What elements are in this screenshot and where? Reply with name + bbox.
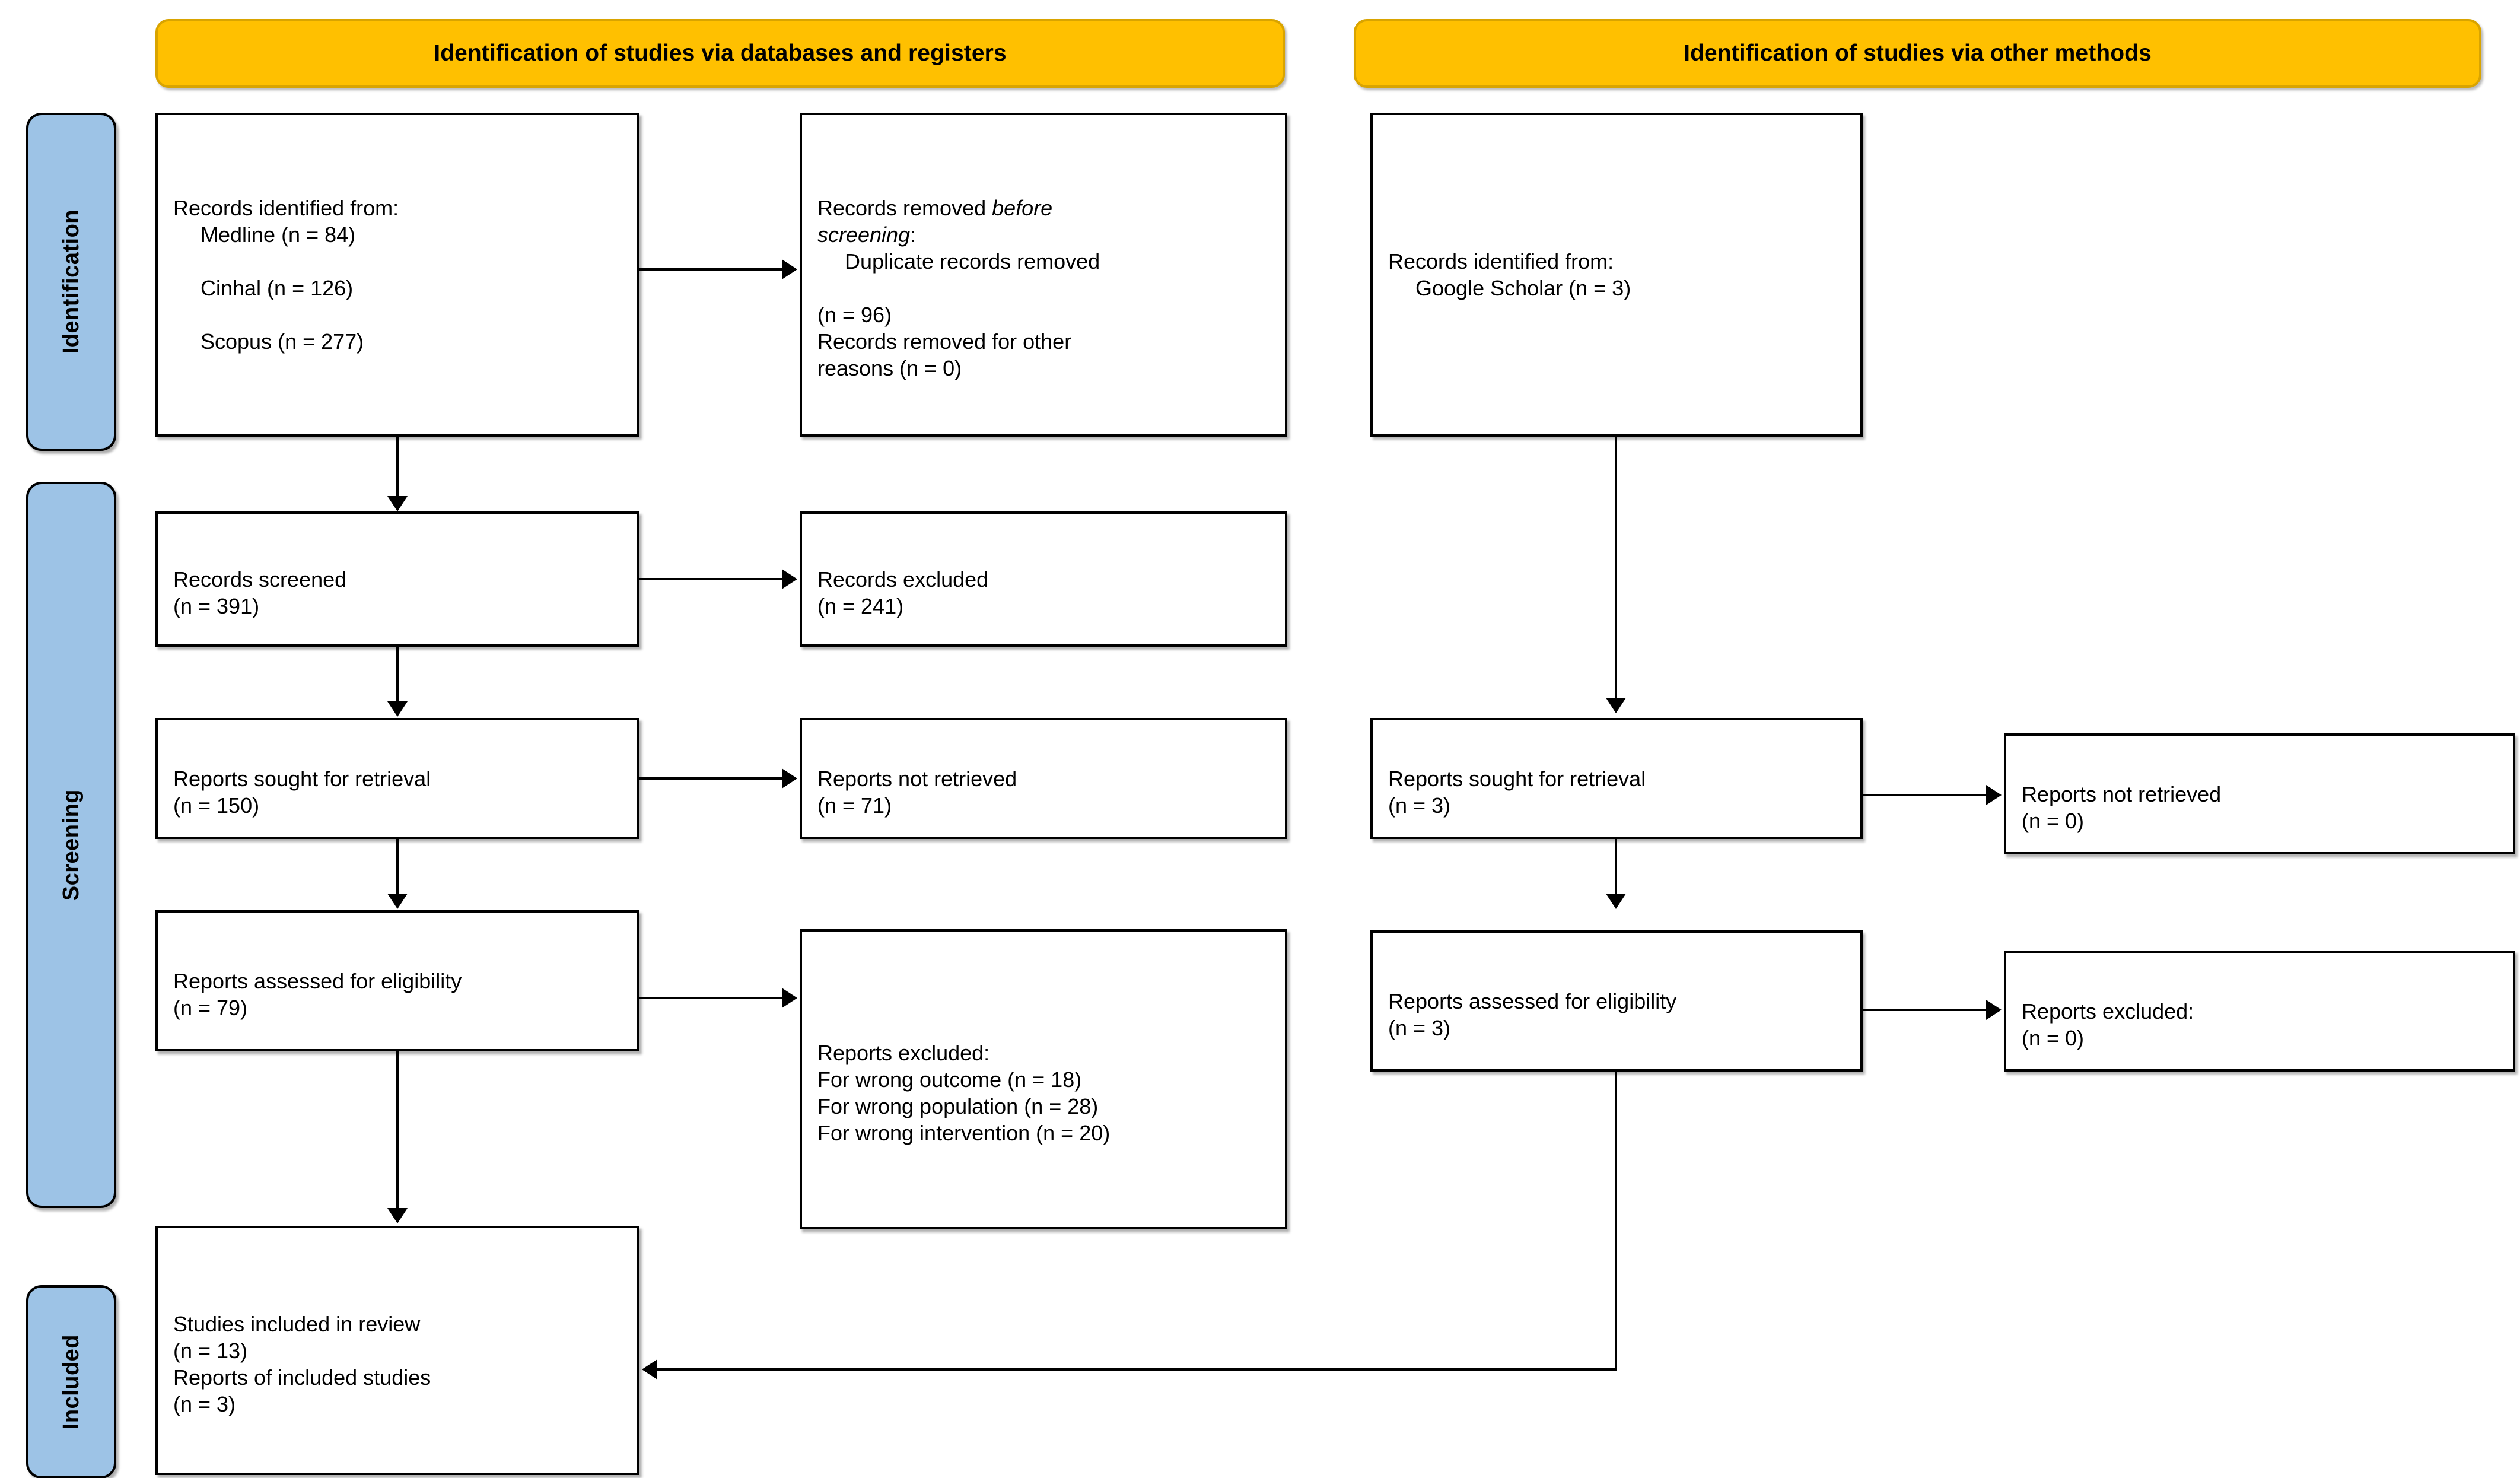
reports-excluded-wrong-outcome: For wrong outcome (n = 18) xyxy=(817,1067,1082,1092)
connector-identified-to-screened xyxy=(396,437,399,496)
arrowhead-screened-to-excluded xyxy=(782,569,797,589)
box-records-identified-databases: Records identified from: Medline (n = 84… xyxy=(155,113,639,437)
other-reports-excluded-count: (n = 0) xyxy=(2022,1025,2085,1050)
records-screened-count: (n = 391) xyxy=(173,593,260,618)
other-reports-not-retrieved-label: Reports not retrieved xyxy=(2022,781,2222,806)
box-other-reports-not-retrieved: Reports not retrieved (n = 0) xyxy=(2004,733,2515,854)
connector-sought-to-assessed xyxy=(396,839,399,894)
arrowhead-identified-to-screened xyxy=(387,496,408,511)
reports-not-retrieved-label: Reports not retrieved xyxy=(817,766,1017,791)
reports-sought-count: (n = 150) xyxy=(173,793,260,818)
reports-sought-label: Reports sought for retrieval xyxy=(173,766,431,791)
connector-identified-to-removed xyxy=(639,268,782,271)
arrowhead-assessed-to-included xyxy=(387,1208,408,1223)
records-excluded-count: (n = 241) xyxy=(817,593,904,618)
records-removed-duplicates: Duplicate records removed xyxy=(845,249,1100,274)
records-excluded-label: Records excluded xyxy=(817,567,989,592)
reports-of-included-count: (n = 3) xyxy=(173,1391,236,1416)
connector-other-assessed-to-included-vertical xyxy=(1615,1072,1617,1371)
records-removed-other-count: reasons (n = 0) xyxy=(817,356,962,380)
other-reports-assessed-label: Reports assessed for eligibility xyxy=(1388,988,1677,1013)
other-records-identified-line1: Records identified from: xyxy=(1388,249,1614,274)
stage-label-screening: Screening xyxy=(26,482,116,1208)
stage-label-identification: Identification xyxy=(26,113,116,451)
box-other-reports-assessed-eligibility: Reports assessed for eligibility (n = 3) xyxy=(1370,930,1863,1072)
records-identified-scopus: Scopus (n = 277) xyxy=(201,329,364,354)
box-reports-sought-retrieval: Reports sought for retrieval (n = 150) xyxy=(155,718,639,839)
header-other-methods: Identification of studies via other meth… xyxy=(1354,19,2481,88)
connector-screened-to-sought xyxy=(396,647,399,701)
other-reports-excluded-label: Reports excluded: xyxy=(2022,999,2194,1024)
arrowhead-other-sought-to-not-retrieved xyxy=(1986,785,2002,805)
reports-not-retrieved-count: (n = 71) xyxy=(817,793,892,818)
reports-assessed-count: (n = 79) xyxy=(173,995,248,1020)
records-removed-line2: screening: xyxy=(817,223,917,247)
connector-assessed-to-excluded xyxy=(639,997,782,999)
reports-assessed-label: Reports assessed for eligibility xyxy=(173,968,462,993)
arrowhead-sought-to-not-retrieved xyxy=(782,768,797,789)
reports-of-included-label: Reports of included studies xyxy=(173,1365,431,1390)
other-reports-assessed-count: (n = 3) xyxy=(1388,1015,1451,1040)
connector-other-sought-to-assessed xyxy=(1615,839,1617,894)
connector-sought-to-not-retrieved xyxy=(639,777,782,780)
arrowhead-other-assessed-to-included xyxy=(642,1359,657,1380)
stage-label-included-text: Included xyxy=(58,1334,84,1430)
other-reports-not-retrieved-count: (n = 0) xyxy=(2022,808,2085,833)
header-databases-registers-label: Identification of studies via databases … xyxy=(434,40,1007,66)
stage-label-identification-text: Identification xyxy=(58,209,84,354)
arrowhead-identified-to-removed xyxy=(782,259,797,279)
arrowhead-other-assessed-to-excluded xyxy=(1986,1000,2002,1020)
other-reports-sought-count: (n = 3) xyxy=(1388,793,1451,818)
studies-included-label: Studies included in review xyxy=(173,1311,421,1336)
other-records-identified-google-scholar: Google Scholar (n = 3) xyxy=(1415,276,1631,300)
stage-label-screening-text: Screening xyxy=(58,789,84,901)
stage-label-included: Included xyxy=(26,1285,116,1478)
records-identified-cinhal: Cinhal (n = 126) xyxy=(201,276,354,300)
records-identified-line1: Records identified from: xyxy=(173,196,399,220)
box-records-identified-other-methods: Records identified from: Google Scholar … xyxy=(1370,113,1863,437)
connector-other-sought-to-not-retrieved xyxy=(1863,794,1986,796)
box-studies-included-review: Studies included in review (n = 13) Repo… xyxy=(155,1226,639,1475)
box-reports-not-retrieved: Reports not retrieved (n = 71) xyxy=(800,718,1287,839)
records-removed-line1: Records removed before xyxy=(817,196,1053,220)
connector-other-assessed-to-excluded xyxy=(1863,1009,1986,1011)
arrowhead-other-sought-to-assessed xyxy=(1606,894,1626,909)
box-reports-excluded-reasons: Reports excluded: For wrong outcome (n =… xyxy=(800,929,1287,1229)
records-removed-other: Records removed for other xyxy=(817,329,1072,354)
records-screened-label: Records screened xyxy=(173,567,347,592)
studies-included-count: (n = 13) xyxy=(173,1338,248,1363)
header-databases-registers: Identification of studies via databases … xyxy=(155,19,1285,88)
reports-excluded-wrong-population: For wrong population (n = 28) xyxy=(817,1094,1099,1118)
connector-assessed-to-included xyxy=(396,1051,399,1208)
arrowhead-screened-to-sought xyxy=(387,701,408,717)
box-records-excluded: Records excluded (n = 241) xyxy=(800,511,1287,647)
records-identified-medline: Medline (n = 84) xyxy=(201,223,356,247)
box-records-removed-before-screening: Records removed before screening: Duplic… xyxy=(800,113,1287,437)
reports-excluded-label: Reports excluded: xyxy=(817,1040,990,1065)
box-other-reports-sought-retrieval: Reports sought for retrieval (n = 3) xyxy=(1370,718,1863,839)
arrowhead-sought-to-assessed xyxy=(387,894,408,909)
box-other-reports-excluded: Reports excluded: (n = 0) xyxy=(2004,951,2515,1072)
arrowhead-assessed-to-excluded xyxy=(782,988,797,1008)
records-removed-duplicates-count: (n = 96) xyxy=(817,303,892,327)
arrowhead-other-identified-to-sought xyxy=(1606,698,1626,713)
header-other-methods-label: Identification of studies via other meth… xyxy=(1684,40,2152,66)
reports-excluded-wrong-intervention: For wrong intervention (n = 20) xyxy=(817,1120,1111,1145)
box-records-screened: Records screened (n = 391) xyxy=(155,511,639,647)
connector-screened-to-excluded xyxy=(639,578,782,580)
box-reports-assessed-eligibility: Reports assessed for eligibility (n = 79… xyxy=(155,910,639,1051)
connector-other-identified-to-sought xyxy=(1615,437,1617,698)
other-reports-sought-label: Reports sought for retrieval xyxy=(1388,766,1646,791)
connector-other-assessed-to-included-horizontal xyxy=(657,1368,1617,1371)
